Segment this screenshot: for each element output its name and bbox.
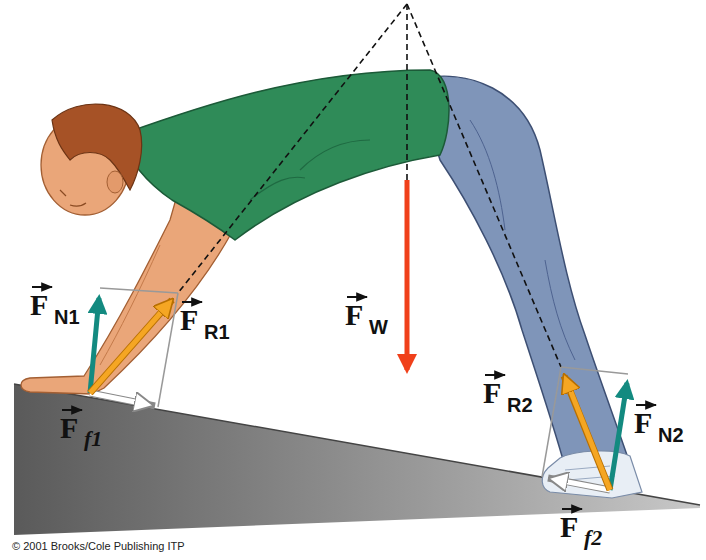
vector-accent [62, 409, 82, 411]
vector-subscript: N1 [54, 306, 80, 328]
normal-arrow [610, 383, 627, 490]
copyright-notice: © 2001 Brooks/Cole Publishing ITP [12, 540, 185, 553]
resultant-arrow-outline [564, 376, 610, 490]
component-line [100, 288, 178, 293]
friction-arrow-outline [90, 393, 155, 406]
face-lines [60, 190, 86, 206]
vector-accent [485, 374, 505, 376]
vector-symbol: F [345, 300, 363, 330]
vector-accent [347, 296, 367, 298]
vector-accent [32, 286, 52, 288]
vector-symbol: F [30, 290, 48, 320]
friction-arrow-outline [548, 478, 610, 490]
vector-accent [636, 404, 656, 406]
vector-subscript: f2 [584, 527, 602, 549]
vector-accent [182, 301, 202, 303]
vector-symbol: F [483, 378, 501, 408]
normal-arrow [90, 298, 99, 393]
component-line [542, 367, 561, 477]
weight-arrow [405, 180, 410, 370]
vector-accent [562, 508, 582, 510]
dashed-line [406, 4, 408, 180]
shoe [542, 451, 642, 498]
vector-subscript: f1 [84, 428, 102, 450]
ear [107, 171, 123, 193]
vector-subscript: R1 [204, 321, 230, 343]
resultant-arrow [90, 301, 171, 393]
vector-symbol: F [60, 413, 78, 443]
vector-subscript: N2 [658, 424, 684, 446]
component-line [561, 367, 628, 374]
vector-symbol: F [560, 512, 578, 542]
vector-symbol: F [634, 408, 652, 438]
dashed-line [178, 4, 407, 293]
vector-subscript: W [369, 316, 388, 338]
leg-folds [470, 120, 575, 360]
friction-arrow [90, 393, 150, 405]
resultant-arrow-outline [90, 300, 172, 393]
torso [120, 70, 449, 240]
friction-arrow [552, 479, 610, 490]
shirt-folds [250, 140, 370, 200]
vector-subscript: R2 [507, 394, 533, 416]
dashed-line [407, 4, 561, 367]
hair [52, 104, 142, 190]
vector-symbol: F [180, 305, 198, 335]
resultant-arrow [565, 377, 610, 490]
